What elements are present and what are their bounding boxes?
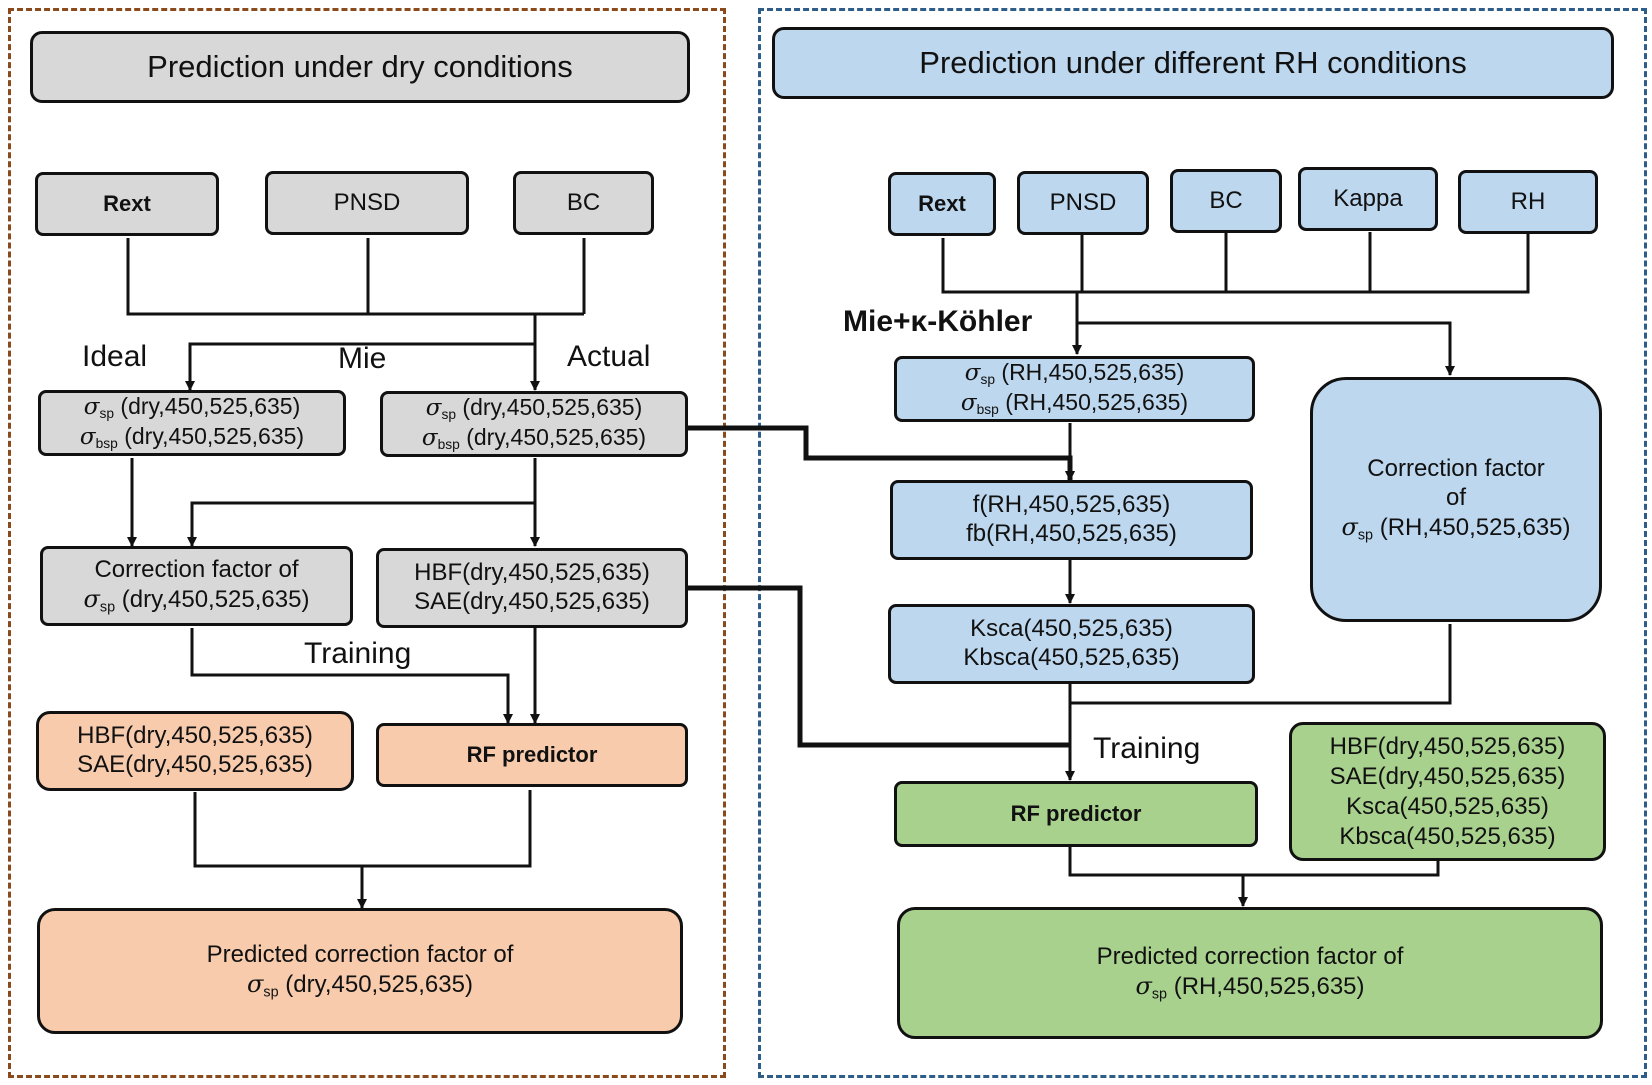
- rh-cf-line-3: σsp (RH,450,525,635): [1341, 512, 1571, 543]
- actual-scattering-line-2: σbsp (dry,450,525,635): [421, 424, 647, 453]
- dry-input-bc-label: BC: [566, 188, 601, 216]
- rh-input-rh: RH: [1458, 170, 1598, 234]
- dry-rf-predictor-box: RF predictor: [376, 723, 688, 787]
- dry-conditions-panel: [8, 8, 726, 1078]
- ideal-scattering-line-2: σbsp (dry,450,525,635): [79, 423, 305, 452]
- dry-input-pnsd: PNSD: [265, 171, 469, 235]
- rh-predicted-correction-box: Predicted correction factor of σsp (RH,4…: [897, 907, 1603, 1039]
- rh-ksca-line: Ksca(450,525,635): [970, 615, 1173, 643]
- right-input-merge-line: [941, 232, 1530, 294]
- rh-input-rext: Rext: [888, 172, 996, 236]
- rh-cf-line-2: of: [1445, 483, 1466, 511]
- dry-feature-input-box: HBF(dry,450,525,635) SAE(dry,450,525,635…: [36, 711, 354, 791]
- rh-fb-line: fb(RH,450,525,635): [966, 520, 1177, 547]
- dry-input-pnsd-label: PNSD: [333, 188, 401, 216]
- dry-predicted-line-2: σsp (dry,450,525,635): [247, 969, 473, 1000]
- dry-title: Prediction under dry conditions: [30, 31, 690, 103]
- rh-rf-predictor-box: RF predictor: [894, 781, 1258, 847]
- rh-input-kappa: Kappa: [1298, 167, 1438, 231]
- dry-predicted-correction-box: Predicted correction factor of σsp (dry,…: [37, 908, 683, 1034]
- left-input-merge-line: [126, 238, 586, 316]
- actual-to-cf-line: [187, 458, 537, 547]
- rh-input-pnsd: PNSD: [1017, 171, 1149, 235]
- rh-input-rext-label: Rext: [918, 190, 966, 216]
- right-predict-merge-line: [1068, 845, 1440, 906]
- dry-hbf-sae-box: HBF(dry,450,525,635) SAE(dry,450,525,635…: [376, 548, 688, 628]
- rh-predicted-line-2: σsp (RH,450,525,635): [1135, 971, 1365, 1002]
- dry-input-rext: Rext: [35, 172, 219, 236]
- dry-sae-line: SAE(dry,450,525,635): [414, 588, 650, 615]
- cf-training-line: [190, 628, 513, 724]
- rh-scattering-box: σsp (RH,450,525,635) σbsp (RH,450,525,63…: [894, 356, 1255, 422]
- dry-training-label: Training: [304, 637, 412, 670]
- dry-rf-predictor-label: RF predictor: [466, 741, 598, 767]
- rh-feature-hbf-line: HBF(dry,450,525,635): [1329, 732, 1566, 760]
- ideal-scattering-box: σsp (dry,450,525,635) σbsp (dry,450,525,…: [38, 390, 346, 456]
- rh-scattering-line-2: σbsp (RH,450,525,635): [960, 389, 1189, 418]
- rh-feature-ksca-line: Ksca(450,525,635): [1346, 792, 1549, 820]
- dry-input-rext-label: Rext: [103, 190, 151, 216]
- dry-hbf-line: HBF(dry,450,525,635): [414, 559, 650, 587]
- mie-kohler-label: Mie+κ-Köhler: [843, 305, 1033, 338]
- dry-feature-sae-line: SAE(dry,450,525,635): [77, 751, 313, 778]
- dry-title-text: Prediction under dry conditions: [147, 49, 573, 85]
- dry-input-bc: BC: [513, 171, 654, 235]
- rh-feature-sae-line: SAE(dry,450,525,635): [1329, 762, 1566, 790]
- mie-label: Mie: [338, 342, 387, 375]
- rh-scattering-line-1: σsp (RH,450,525,635): [964, 359, 1185, 388]
- dry-predicted-line-1: Predicted correction factor of: [206, 940, 514, 968]
- actual-to-rh-chain-link: [688, 425, 1075, 481]
- right-mie-split-line: [1075, 292, 1455, 376]
- rh-kbsca-line: Kbsca(450,525,635): [963, 644, 1180, 671]
- rh-rf-predictor-label: RF predictor: [1010, 800, 1142, 826]
- dry-feature-hbf-line: HBF(dry,450,525,635): [77, 722, 313, 750]
- rh-ksca-box: Ksca(450,525,635) Kbsca(450,525,635): [888, 604, 1255, 684]
- rh-conditions-panel: [758, 8, 1647, 1078]
- dry-correction-factor-box: Correction factor of σsp (dry,450,525,63…: [40, 546, 353, 626]
- rh-predicted-line-1: Predicted correction factor of: [1096, 942, 1404, 970]
- dry-cf-line-1: Correction factor of: [94, 555, 299, 583]
- rh-title: Prediction under different RH conditions: [772, 27, 1614, 99]
- rh-input-pnsd-label: PNSD: [1049, 188, 1117, 216]
- rh-training-label: Training: [1093, 732, 1201, 765]
- rh-feature-kbsca-line: Kbsca(450,525,635): [1339, 822, 1556, 850]
- rh-title-text: Prediction under different RH conditions: [919, 45, 1467, 81]
- rh-feature-input-box: HBF(dry,450,525,635) SAE(dry,450,525,635…: [1289, 722, 1606, 861]
- left-mie-split-line: [185, 314, 537, 391]
- ideal-scattering-line-1: σsp (dry,450,525,635): [83, 393, 301, 422]
- ideal-label: Ideal: [82, 340, 148, 373]
- rh-input-rh-label: RH: [1510, 187, 1546, 215]
- rh-input-bc: BC: [1170, 169, 1282, 233]
- rh-cf-line-1: Correction factor: [1367, 454, 1545, 482]
- rh-growth-factor-box: f(RH,450,525,635) fb(RH,450,525,635): [890, 480, 1253, 560]
- rh-correction-factor-box: Correction factor of σsp (RH,450,525,635…: [1310, 377, 1602, 622]
- actual-scattering-line-1: σsp (dry,450,525,635): [425, 394, 643, 423]
- dry-cf-line-2: σsp (dry,450,525,635): [83, 584, 310, 615]
- rh-input-bc-label: BC: [1209, 186, 1243, 214]
- actual-scattering-box: σsp (dry,450,525,635) σbsp (dry,450,525,…: [380, 391, 688, 457]
- rh-f-line: f(RH,450,525,635): [972, 491, 1171, 519]
- rh-input-kappa-label: Kappa: [1333, 184, 1403, 212]
- actual-label: Actual: [567, 340, 651, 373]
- k-and-cf-training-line: [1070, 624, 1452, 780]
- hbf-to-rh-training-link: [688, 585, 1070, 748]
- left-predict-merge-line: [193, 790, 532, 908]
